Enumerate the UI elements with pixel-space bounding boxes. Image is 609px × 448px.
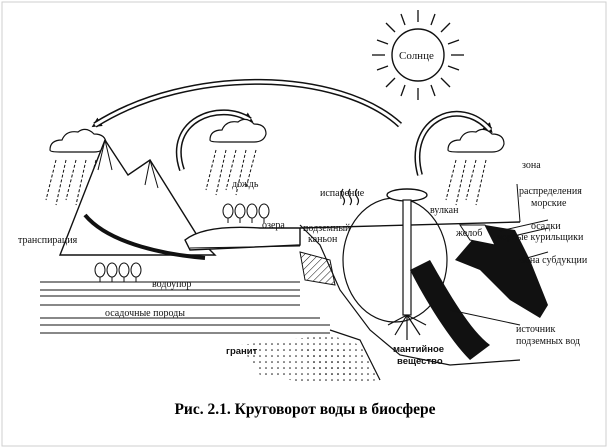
label-trench: желоб <box>455 228 482 239</box>
label-groundwater-source-1: источник <box>516 324 556 335</box>
label-rain: дождь <box>232 179 259 190</box>
label-subduction-zone: зона субдукции <box>521 255 588 266</box>
ground-layers <box>40 281 330 334</box>
label-black-smokers: черные курильщики <box>497 232 584 243</box>
cloud-icon <box>49 128 107 153</box>
cloud-icon <box>447 128 505 153</box>
cloud-icon <box>209 118 267 143</box>
label-mantle-1: мантийное <box>393 344 444 355</box>
underground-canyon <box>299 251 336 286</box>
figure-caption: Рис. 2.1. Круговорот воды в биосфере <box>174 401 435 418</box>
subduction-slab <box>455 225 548 318</box>
mantle-plume <box>387 314 427 340</box>
transpiration-arrow <box>83 213 206 260</box>
volcano-column <box>386 188 428 316</box>
label-underground-canyon-2: каньон <box>308 234 338 245</box>
label-sedimentary-rocks: осадочные породы <box>105 308 185 319</box>
label-zone-1: зона <box>522 160 541 171</box>
evaporation-lines <box>340 188 360 206</box>
label-granite: гранит <box>226 346 258 357</box>
label-marine-2: осадки <box>531 221 561 232</box>
label-marine-1: морские <box>531 198 567 209</box>
label-zone-2: распределения <box>519 186 582 197</box>
label-underground-canyon-1: подземный <box>303 223 351 234</box>
lake <box>184 226 301 251</box>
label-aquitard: водоупор <box>152 279 191 290</box>
sun-icon <box>372 10 464 100</box>
label-lakes: озера <box>262 220 285 231</box>
label-groundwater-source-2: подземных вод <box>516 336 580 347</box>
label-mantle-2: вещество <box>397 356 443 367</box>
tree-icon <box>94 203 270 282</box>
label-volcano: вулкан <box>430 205 459 216</box>
label-evaporation: испарение <box>320 188 365 199</box>
sun-label: Солнце <box>399 50 434 62</box>
rain-streaks <box>45 149 487 206</box>
label-transpiration: транспирация <box>18 235 78 246</box>
